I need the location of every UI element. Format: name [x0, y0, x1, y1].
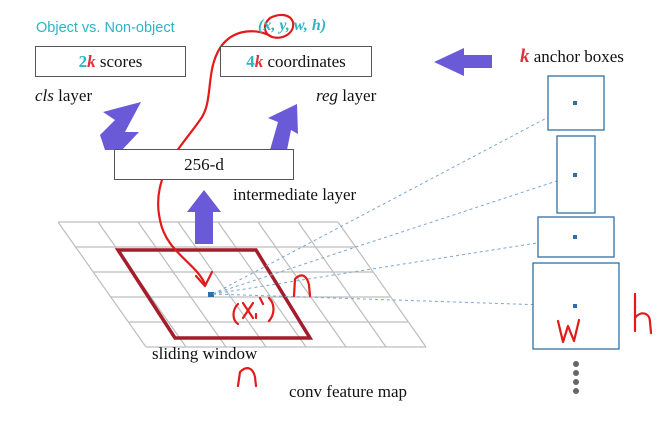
coordinate-tuple: (x, y, w, h)	[258, 17, 327, 34]
conv-feature-map-label: conv feature map	[289, 382, 407, 401]
h-note	[633, 292, 653, 335]
anchor-boxes	[532, 75, 620, 350]
arrow-intermediate	[187, 190, 221, 244]
anchor-connection-lines	[212, 102, 576, 307]
intermediate-256d-box: 256-d	[114, 149, 294, 180]
tuple-circle	[263, 13, 295, 39]
window-center-point	[208, 292, 214, 297]
n-note-2	[236, 367, 258, 388]
anchor-boxes-label: k anchor boxes	[520, 46, 624, 67]
handwritten-annotations	[157, 13, 653, 388]
n-note-1	[292, 274, 312, 298]
conv-feature-map-grid	[57, 221, 427, 348]
anchor-centers	[573, 101, 577, 308]
w-note	[556, 318, 581, 344]
pointer-curve	[157, 30, 274, 286]
object-vs-nonobject-title: Object vs. Non-object	[36, 20, 175, 36]
arrow-cls	[100, 102, 141, 150]
cls-layer-label: cls layer	[35, 86, 93, 105]
more-anchors-ellipsis	[573, 361, 579, 394]
xy-note	[232, 296, 275, 326]
intermediate-layer-label: intermediate layer	[233, 185, 357, 204]
sliding-window-frame	[114, 248, 314, 340]
arrow-anchors	[434, 48, 492, 76]
reg-layer-label: reg layer	[316, 86, 377, 105]
arrow-reg	[268, 104, 298, 150]
sliding-window-label: sliding window	[152, 344, 258, 363]
flow-arrows	[100, 48, 492, 244]
